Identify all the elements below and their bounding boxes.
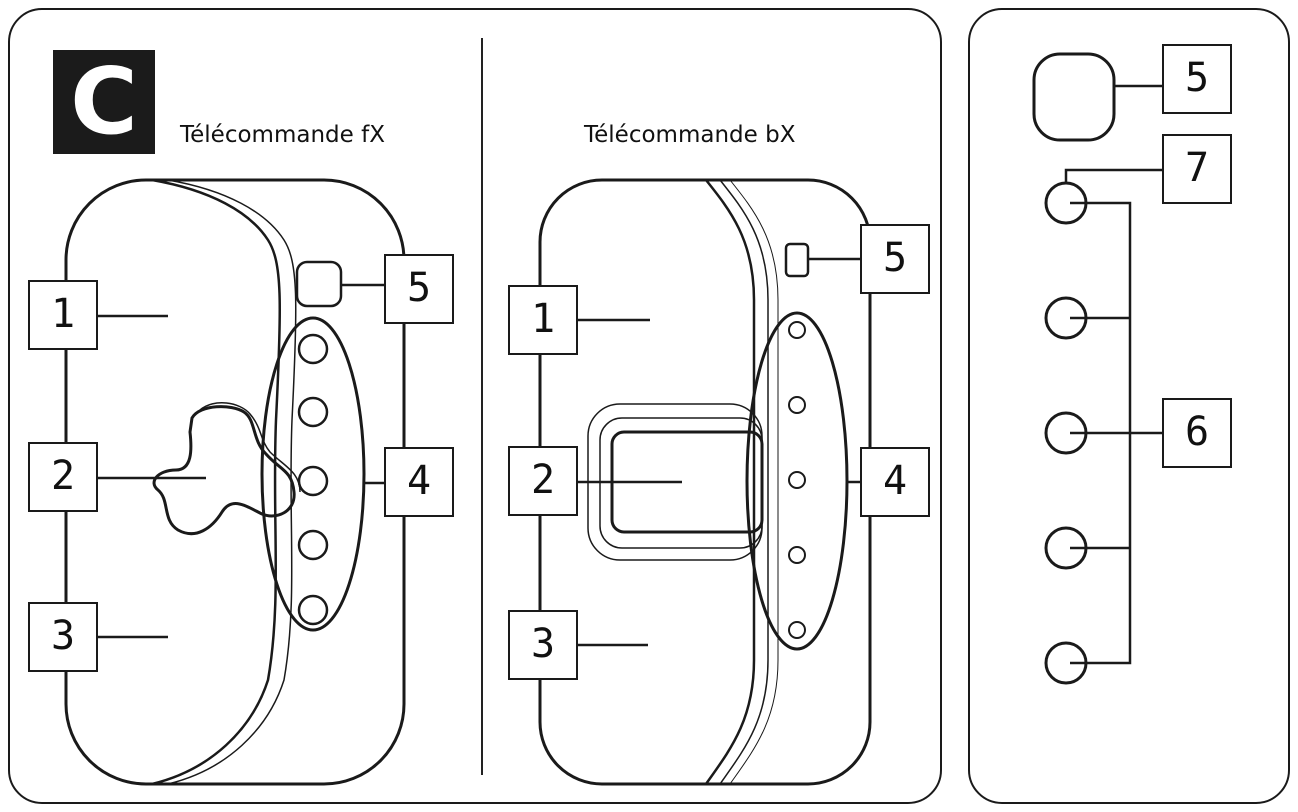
remote-fx-button [297,594,329,626]
remote-fx-button [297,333,329,365]
detail-button-5 [1032,52,1116,142]
remote-fx-button-5 [295,260,343,308]
callout-fx-5: 5 [384,254,454,324]
remote-bx-button [788,546,806,564]
remote-bx-illustration [538,178,872,786]
remote-bx-button [788,471,806,489]
callout-bx-5: 5 [860,224,930,294]
callout-fx-3: 3 [28,602,98,672]
callout-bx-3: 3 [508,610,578,680]
callout-detail-7: 7 [1162,134,1232,204]
detail-illustration [1032,52,1162,685]
remote-bx-trim [704,179,756,785]
remote-fx-button-group [260,316,366,632]
remote-bx-title: Télécommande bX [584,122,796,148]
remote-fx-trim [151,178,282,786]
remote-fx-body [64,178,406,786]
remote-fx-button [297,529,329,561]
main-panel [8,8,942,804]
section-badge: C [53,50,155,154]
callout-bx-2: 2 [508,446,578,516]
callout-fx-2: 2 [28,442,98,512]
remote-bx-button [788,321,806,339]
remote-fx-title: Télécommande fX [180,122,385,148]
remote-fx-illustration [64,178,406,786]
remote-fx-button [297,465,329,497]
remote-bx-button [788,396,806,414]
callout-fx-1: 1 [28,280,98,350]
callout-detail-5: 5 [1162,44,1232,114]
remote-fx-button [297,396,329,428]
remote-fx-joystick [152,405,296,536]
remote-bx-button [788,621,806,639]
remote-bx-button-5 [784,242,810,278]
callout-fx-4: 4 [384,447,454,517]
callout-bx-4: 4 [860,447,930,517]
callout-bx-1: 1 [508,285,578,355]
callout-detail-6: 6 [1162,398,1232,468]
